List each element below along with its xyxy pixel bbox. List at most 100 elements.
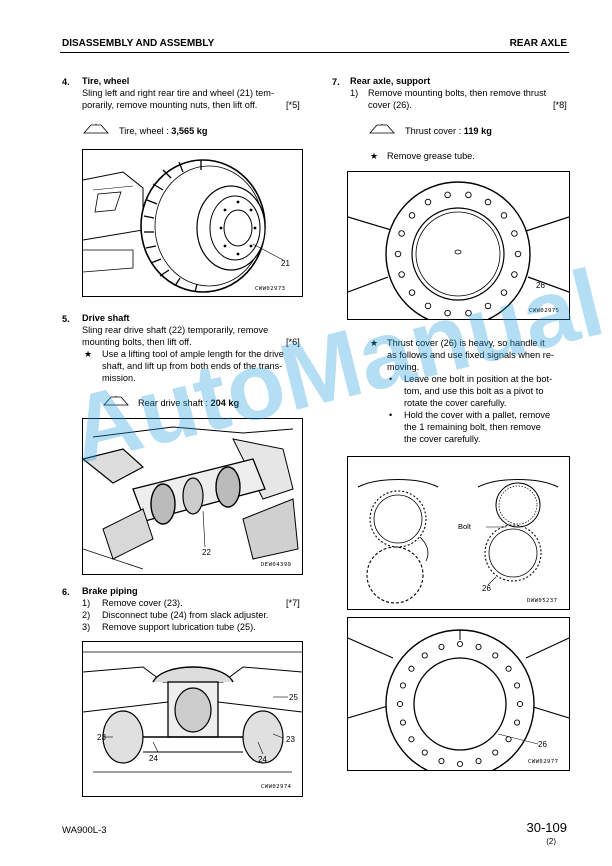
cover-rotation-callout: 26 [482,584,491,593]
bolt-hole [492,652,499,659]
bolt-hole [398,271,405,278]
heavy-cover-note-1: Thrust cover (26) is heavy, so handle it [387,338,545,348]
section-7-number: 7. [332,77,340,87]
bolt-hole [394,250,402,258]
bullet-1-line-3: rotate the cover carefully. [404,398,507,408]
axle-support-figure: 26 CWW02977 [347,617,570,771]
footer-model: WA900L-3 [62,825,107,836]
header-chapter-title: REAR AXLE [509,38,567,49]
bullet-icon: • [389,374,393,384]
brake-callout-23-right: 23 [286,735,295,744]
thrust-cover-figure-code: CWW02975 [529,308,560,314]
drive-shaft-figure-code: DEW04399 [261,562,292,568]
section-5-line-1: Sling rear drive shaft (22) temporarily,… [82,325,269,335]
bolt-hole [399,682,406,689]
footer-revision: (2) [546,837,556,846]
section-4-line-2: porarily, remove mounting nuts, then lif… [82,100,258,110]
bolt-hole [511,271,518,278]
axle-support-figure-code: CWW02977 [528,759,559,765]
bolt-hole [465,309,472,317]
section-5-title: Drive shaft [82,313,130,323]
cover-rotation-figure: Bolt 26 DWW05237 [347,456,570,610]
bolt-hole [492,749,499,756]
header-section-title: DISASSEMBLY AND ASSEMBLY [62,38,215,49]
section-6-item-1-num: 1) [82,598,91,608]
drive-shaft-figure: 22 DEW04399 [82,418,303,575]
section-4-title: Tire, wheel [82,76,130,86]
heavy-cover-note-2: as follows and use fixed signals when re… [387,350,554,360]
bolt-hole [500,289,508,296]
drive-shaft-callout: 22 [202,548,211,557]
bullet-icon: • [389,410,393,420]
section-4-number: 4. [62,77,70,87]
section-5-line-2: mounting bolts, then lift off. [82,337,192,347]
bolt-hole [421,749,428,756]
section-7-item-1-num: 1) [350,88,359,98]
section-4-weight: Tire, wheel : 3,565 kg [119,126,208,136]
bolt-hole [444,309,451,317]
weight-icon [83,124,109,134]
section-6-title: Brake piping [82,586,138,596]
bolt-hole [408,289,416,296]
section-7-weight: Thrust cover : 119 kg [405,126,492,136]
section-6-number: 6. [62,587,70,597]
bolt-hole [475,758,482,765]
brake-callout-24-left: 24 [149,754,158,763]
section-7-item-1-line-2: cover (26). [368,100,412,110]
axle-support-bolt-ring [396,640,524,768]
bolt-hole [505,736,512,743]
bolt-hole [484,302,492,310]
bullet-2-line-3: the cover carefully. [404,434,481,444]
bullet-1-line-1: Leave one bolt in position at the bot- [404,374,553,384]
bolt-hole [456,640,464,648]
section-6-item-2-num: 2) [82,610,91,620]
section-5-note-1: Use a lifting tool of ample length for t… [102,349,284,359]
axle-support-callout: 26 [538,740,547,749]
weight-icon [103,396,129,406]
section-5-note-3: mission. [102,373,136,383]
section-5-note-2: shaft, and lift up from both ends of the… [102,361,283,371]
bolt-hole [484,198,492,206]
section-5-ref: [*6] [286,337,300,347]
bolt-hole [408,665,415,672]
star-icon: ★ [370,151,379,161]
grease-tube-note: Remove grease tube. [387,151,475,161]
section-6-item-3: Remove support lubrication tube (25). [102,622,256,632]
section-7-ref: [*8] [553,100,567,110]
bolt-hole [396,700,404,708]
header-rule [60,52,569,53]
star-icon: ★ [84,349,93,359]
thrust-cover-callout: 26 [536,281,545,290]
bolt-hole [465,191,472,199]
section-7-title: Rear axle, support [350,76,431,86]
bolt-hole [475,643,482,650]
bullet-1-line-2: tom, and use this bolt as a pivot to [404,386,544,396]
section-6-item-1-ref: [*7] [286,598,300,608]
bolt-hole [500,212,508,219]
bullet-2-line-2: the 1 remaining bolt, then remove [404,422,541,432]
thrust-cover-bolt-ring [394,191,522,317]
bolt-hole [444,191,451,199]
bolt-hole [399,719,406,726]
heavy-cover-note-3: moving. [387,362,420,372]
weight-icon [369,124,395,134]
brake-figure-code: CWW02974 [261,784,292,790]
bolt-hole [514,250,522,258]
bolt-hole [438,643,445,650]
section-5-number: 5. [62,314,70,324]
bolt-hole [505,665,512,672]
brake-callout-25: 25 [289,693,298,702]
bolt-hole [424,302,432,310]
bolt-hole [408,212,416,219]
section-6-item-1: Remove cover (23). [102,598,183,608]
star-icon: ★ [370,338,379,348]
brake-piping-figure: 25 23 24 24 23 CWW02974 [82,641,303,797]
section-5-weight: Rear drive shaft : 204 kg [138,398,240,408]
section-6-item-2: Disconnect tube (24) from slack adjuster… [102,610,269,620]
bolt-hole [514,682,521,689]
bolt-hole [421,652,428,659]
section-4-line-1: Sling left and right rear tire and wheel… [82,88,275,98]
cover-rotation-figure-code: DWW05237 [527,598,558,604]
tire-figure-code: CWW02973 [255,286,286,292]
brake-callout-23-left: 23 [97,733,106,742]
